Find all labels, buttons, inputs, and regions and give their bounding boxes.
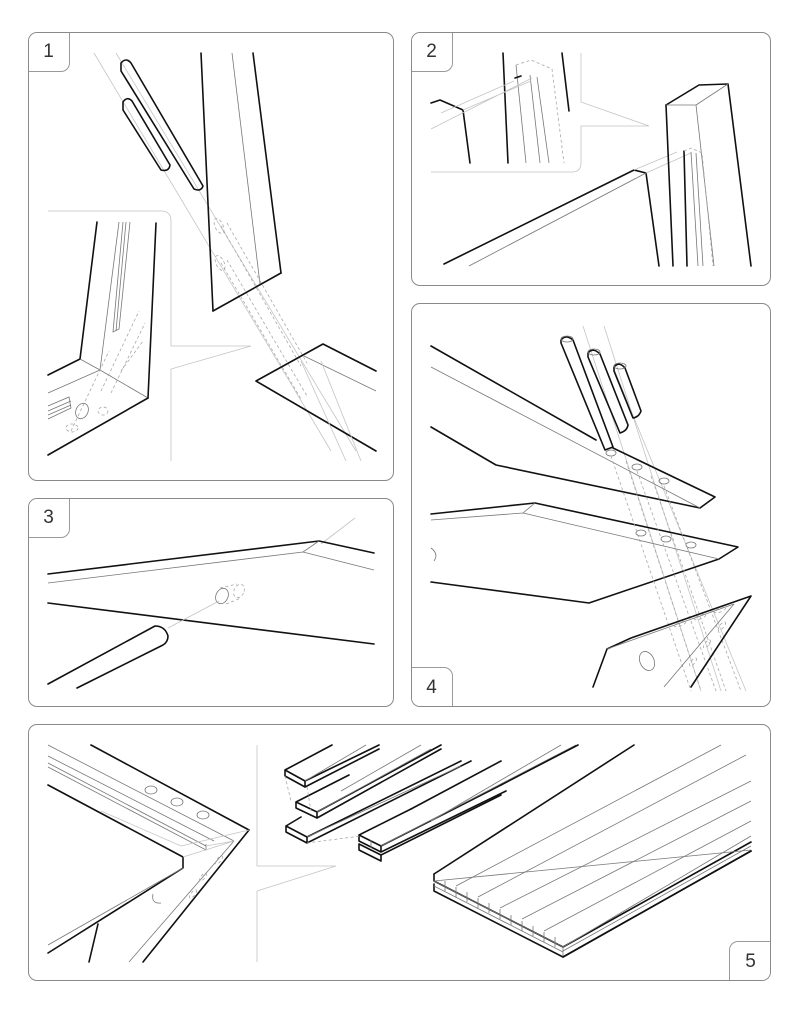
step-number-badge: 4 bbox=[412, 667, 453, 706]
step-number-badge: 5 bbox=[729, 941, 770, 980]
dowel-set bbox=[560, 335, 642, 451]
step-1-illustration bbox=[47, 52, 377, 462]
step-3-panel: 3 bbox=[28, 498, 394, 707]
dowel-hole bbox=[215, 583, 245, 605]
upright-post bbox=[665, 83, 752, 267]
inset-corner-detail bbox=[47, 221, 157, 456]
inset-groove-detail bbox=[430, 52, 570, 164]
step-5-illustration bbox=[47, 744, 752, 963]
step-number-badge: 3 bbox=[29, 499, 70, 538]
step-4-illustration bbox=[430, 325, 752, 692]
leg-piece bbox=[200, 52, 308, 400]
step-2-illustration bbox=[430, 52, 752, 267]
dowel-icon bbox=[47, 625, 169, 689]
step-2-panel: 2 bbox=[411, 32, 771, 286]
step-number-badge: 2 bbox=[412, 33, 453, 72]
step-number-badge: 1 bbox=[29, 33, 70, 72]
dowel-icon bbox=[120, 59, 204, 191]
step-3-illustration bbox=[47, 517, 375, 689]
step-4-panel: 4 bbox=[411, 303, 771, 707]
slat-stack bbox=[284, 744, 579, 862]
laminated-board bbox=[433, 744, 752, 958]
assembled-corner-detail bbox=[47, 744, 250, 963]
step-5-panel: 5 bbox=[28, 724, 771, 981]
step-1-panel: 1 bbox=[28, 32, 394, 481]
